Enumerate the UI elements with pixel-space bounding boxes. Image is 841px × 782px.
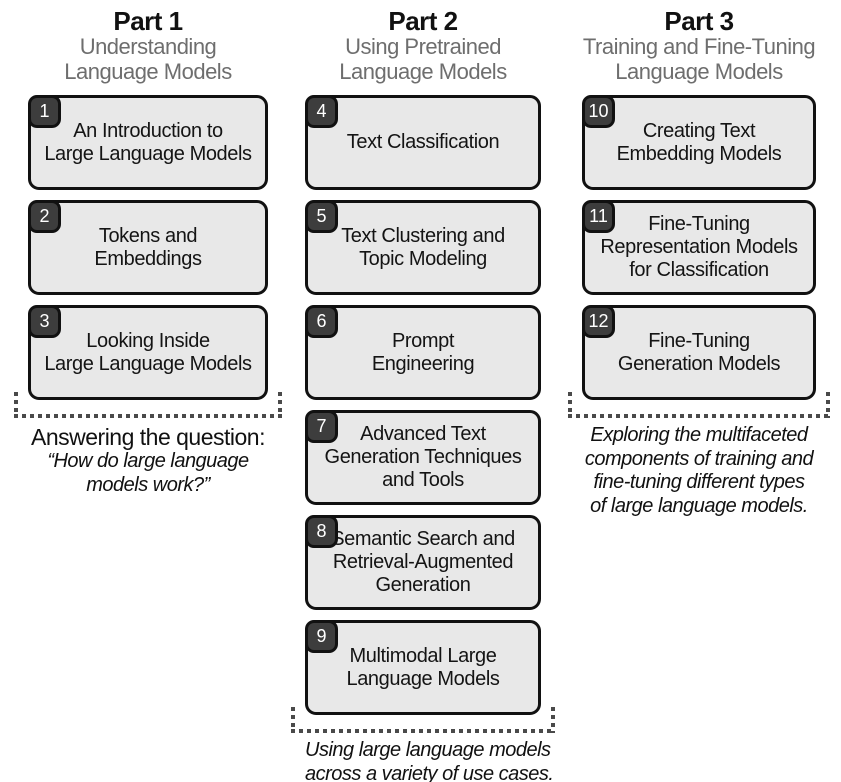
chapter-title: Looking Inside Large Language Models <box>44 329 252 376</box>
caption-line: fine-tuning different types <box>593 471 805 494</box>
chapter-title: Creating Text Embedding Models <box>617 120 782 166</box>
chapter-box-1: 1 An Introduction to Large Language Mode… <box>28 95 268 190</box>
chapter-title: An Introduction to Large Language Models <box>44 119 252 166</box>
part-3-title: Part 3 <box>664 6 734 36</box>
part-1-caption: Answering the question: “How do large la… <box>28 424 268 498</box>
chapter-title-line: Topic Modeling <box>359 247 487 270</box>
chapter-title-line: Representation Models <box>600 236 798 259</box>
chapter-title-line: Advanced Text <box>360 423 486 446</box>
part-1-subtitle: Understanding Language Models <box>28 35 268 84</box>
part-3-subtitle-line: Training and Fine-Tuning <box>582 34 816 60</box>
chapter-box-11: 11 Fine-Tuning Representation Models for… <box>582 200 816 295</box>
chapter-box-10: 10 Creating Text Embedding Models <box>582 95 816 190</box>
chapter-title-line: An Introduction to <box>73 119 223 142</box>
chapter-title-line: Embedding Models <box>616 142 782 165</box>
chapter-title-line: Retrieval-Augmented <box>332 551 514 574</box>
chapter-title: Tokens and Embeddings <box>94 224 202 271</box>
part-1-caption-quote: “How do large language models work?” <box>28 450 268 497</box>
part-1-scope-bracket <box>14 392 282 418</box>
chapter-title-line: Semantic Search and <box>331 528 515 551</box>
chapter-title: Advanced Text Generation Techniques and … <box>325 423 522 491</box>
chapter-title: Fine-Tuning Generation Models <box>617 329 781 376</box>
chapter-title-line: Embeddings <box>94 247 202 270</box>
chapter-title-line: Language Models <box>346 667 500 690</box>
chapter-title-line: Creating Text <box>642 119 756 142</box>
part-2-caption: Using large language models across a var… <box>305 739 554 782</box>
chapter-title-line: Generation <box>375 573 471 596</box>
chapter-box-6: 6 Prompt Engineering <box>305 305 541 400</box>
chapter-title-line: Generation Techniques <box>324 446 522 469</box>
part-2-subtitle-line: Using Pretrained <box>345 34 501 60</box>
part-1-caption-lead: Answering the question: <box>31 424 266 450</box>
chapter-number-badge: 5 <box>305 200 338 233</box>
chapter-title-line: Engineering <box>371 352 475 375</box>
chapter-title: Prompt Engineering <box>371 329 475 376</box>
chapter-title-line: Fine-Tuning <box>648 213 750 236</box>
chapter-title-line: Generation Models <box>617 352 781 375</box>
chapter-number-badge: 12 <box>582 305 615 338</box>
chapter-title-line: Prompt <box>391 329 455 352</box>
chapter-number-badge: 9 <box>305 620 338 653</box>
chapter-number-badge: 2 <box>28 200 61 233</box>
part-2-subtitle-line: Language Models <box>339 58 507 84</box>
caption-line: “How do large language <box>47 450 249 473</box>
chapter-title-line: Tokens and <box>98 224 198 247</box>
chapter-number-badge: 11 <box>582 200 615 233</box>
chapter-title: Multimodal Large Language Models <box>346 645 499 691</box>
chapter-title-line: and Tools <box>382 468 464 491</box>
chapter-box-9: 9 Multimodal Large Language Models <box>305 620 541 715</box>
part-1-subtitle-line: Language Models <box>64 58 232 84</box>
part-1-subtitle-line: Understanding <box>79 34 217 60</box>
chapter-title-line: for Classification <box>629 258 769 281</box>
part-1-title: Part 1 <box>113 6 183 36</box>
chapter-title-line: Multimodal Large <box>349 644 497 667</box>
chapter-title-line: Large Language Models <box>44 352 252 375</box>
part-2-header: Part 2 Using Pretrained Language Models <box>305 6 541 95</box>
caption-line: of large language models. <box>590 494 808 517</box>
chapter-number-badge: 3 <box>28 305 61 338</box>
chapter-number-badge: 6 <box>305 305 338 338</box>
part-2-column: Part 2 Using Pretrained Language Models … <box>291 6 555 782</box>
part-3-caption-text: Exploring the multifaceted components of… <box>582 424 816 518</box>
caption-line: Using large language models <box>305 739 551 761</box>
chapter-title-line: Text Clustering and <box>341 224 505 247</box>
part-1-column: Part 1 Understanding Language Models 1 A… <box>14 6 282 498</box>
part-3-column: Part 3 Training and Fine-Tuning Language… <box>568 6 830 518</box>
part-3-subtitle: Training and Fine-Tuning Language Models <box>582 35 816 84</box>
chapter-box-8: 8 Semantic Search and Retrieval-Augmente… <box>305 515 541 610</box>
part-3-subtitle-line: Language Models <box>615 58 783 84</box>
chapter-box-4: 4 Text Classification <box>305 95 541 190</box>
part-2-title: Part 2 <box>388 6 458 36</box>
part-2-caption-text: Using large language models across a var… <box>305 739 554 782</box>
part-3-scope-bracket <box>568 392 830 418</box>
chapter-title: Fine-Tuning Representation Models for Cl… <box>600 213 798 281</box>
part-2-scope-bracket <box>291 707 555 733</box>
chapter-box-12: 12 Fine-Tuning Generation Models <box>582 305 816 400</box>
part-3-header: Part 3 Training and Fine-Tuning Language… <box>582 6 816 95</box>
chapter-box-3: 3 Looking Inside Large Language Models <box>28 305 268 400</box>
caption-line: components of training and <box>584 447 814 470</box>
chapter-box-7: 7 Advanced Text Generation Techniques an… <box>305 410 541 505</box>
chapter-number-badge: 4 <box>305 95 338 128</box>
chapter-title-line: Fine-Tuning <box>648 329 750 352</box>
chapter-number-badge: 1 <box>28 95 61 128</box>
chapter-box-5: 5 Text Clustering and Topic Modeling <box>305 200 541 295</box>
chapter-title-line: Large Language Models <box>44 142 252 165</box>
chapter-title-line: Looking Inside <box>86 329 210 352</box>
chapter-title-line: Text Classification <box>346 131 500 154</box>
part-3-caption: Exploring the multifaceted components of… <box>582 424 816 518</box>
chapter-title: Text Classification <box>346 131 500 154</box>
part-1-header: Part 1 Understanding Language Models <box>28 6 268 95</box>
caption-line: models work?” <box>86 474 210 497</box>
chapter-title: Semantic Search and Retrieval-Augmented … <box>331 528 515 596</box>
part-2-subtitle: Using Pretrained Language Models <box>305 35 541 84</box>
chapter-title: Text Clustering and Topic Modeling <box>341 225 505 271</box>
chapter-number-badge: 10 <box>582 95 615 128</box>
chapter-number-badge: 8 <box>305 515 338 548</box>
chapter-box-2: 2 Tokens and Embeddings <box>28 200 268 295</box>
caption-line: across a variety of use cases. <box>305 762 554 782</box>
chapter-number-badge: 7 <box>305 410 338 443</box>
caption-line: Exploring the multifaceted <box>590 424 808 446</box>
